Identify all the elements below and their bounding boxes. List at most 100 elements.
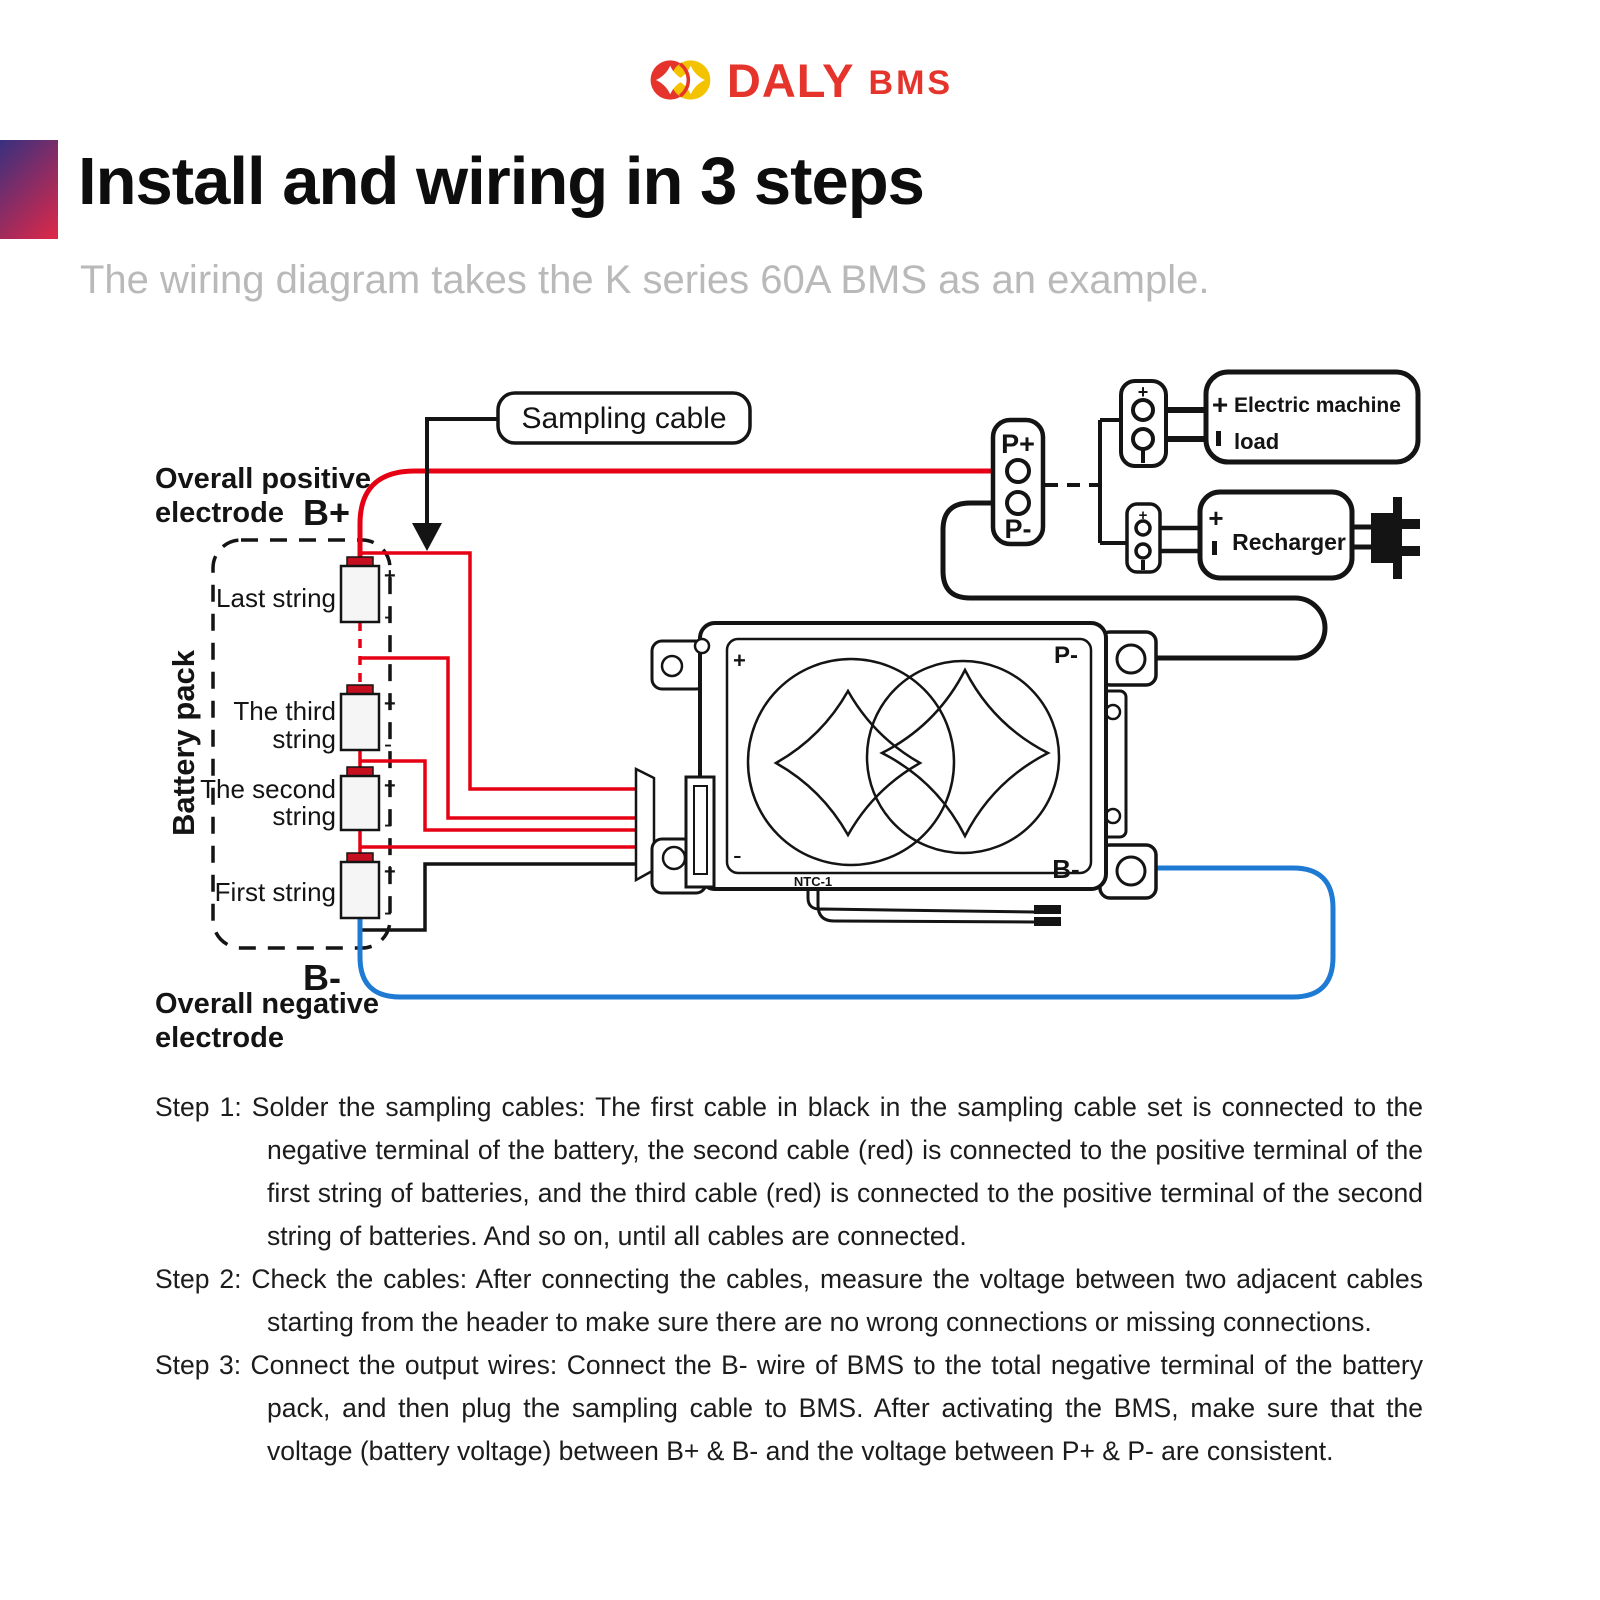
pin-hole — [1134, 542, 1152, 560]
ac-plug-prong — [1402, 546, 1420, 556]
p-output-connector: P+ P- — [990, 417, 1046, 547]
plus-mark: + — [1212, 389, 1228, 420]
ntc-wire — [806, 889, 1035, 914]
recharger-box: + Recharger — [1197, 489, 1420, 581]
plus-mark: + — [1208, 503, 1223, 533]
bms-logo-circle — [746, 657, 956, 867]
bms-b-minus-label: B- — [1052, 854, 1079, 884]
step-2: Step 2: Check the cables: After connecti… — [155, 1258, 1423, 1344]
cell-minus: - — [384, 899, 392, 926]
load-box-line1: Electric machine — [1234, 394, 1401, 417]
step-1: Step 1: Solder the sampling cables: The … — [155, 1086, 1423, 1258]
terminal-hole — [1115, 643, 1147, 675]
step-2-text: Check the cables: After connecting the c… — [251, 1264, 1423, 1337]
page-subtitle: The wiring diagram takes the K series 60… — [80, 258, 1210, 302]
minus-tick-icon — [1141, 560, 1145, 570]
plus-mark: + — [1139, 507, 1148, 524]
step-1-text: Solder the sampling cables: The first ca… — [251, 1092, 1423, 1251]
cell-minus: - — [384, 731, 392, 758]
ntc-plug — [1034, 917, 1061, 926]
ntc-plug — [1034, 905, 1061, 914]
bms-unit: + P- - B- NTC-1 — [650, 621, 1158, 900]
bms-ntc-label: NTC-1 — [794, 874, 832, 889]
b-plus-wire — [357, 468, 1008, 566]
load-connector-body — [1119, 379, 1168, 468]
p-plus-pin — [1005, 458, 1031, 484]
second-string-label: string — [272, 801, 336, 831]
cell-minus: - — [384, 603, 392, 630]
overall-positive-line2: electrode — [155, 497, 284, 529]
third-string-label: string — [272, 724, 336, 754]
third-string-label: The third — [233, 696, 336, 726]
diagram-labels: Overall positive electrode B+ B- Overall… — [155, 463, 379, 1054]
mount-hole — [660, 654, 684, 678]
terminal-hole — [1115, 855, 1147, 887]
brand-name: DALY — [726, 53, 855, 107]
cell-plus: + — [384, 693, 396, 715]
overall-negative-line1: Overall negative — [155, 988, 379, 1020]
sampling-wire-second — [360, 759, 639, 832]
cell-plus: + — [384, 565, 396, 587]
first-string-label: First string — [215, 877, 336, 907]
load-box-line2: load — [1234, 429, 1279, 454]
sampling-wire-third — [360, 656, 639, 820]
battery-pack-label: Battery pack — [166, 649, 201, 836]
page-title: Install and wiring in 3 steps — [78, 144, 925, 219]
pin-hole — [1134, 519, 1152, 537]
load-connector: + — [1119, 379, 1168, 468]
minus-tick-icon — [1216, 431, 1221, 446]
step-3-text: Connect the output wires: Connect the B-… — [250, 1350, 1423, 1466]
battery-cell-first — [339, 860, 381, 920]
battery-cell-last — [339, 564, 381, 624]
last-string-label: Last string — [216, 583, 336, 613]
p-minus-label: P- — [1005, 514, 1032, 544]
sampling-wire-last — [360, 551, 639, 791]
plus-mark: + — [1138, 382, 1149, 402]
recharger-connector: + — [1125, 502, 1162, 574]
step-instructions: Step 1: Solder the sampling cables: The … — [155, 1086, 1423, 1473]
title-accent-bar — [0, 140, 58, 239]
b-plus-label: B+ — [303, 492, 350, 533]
p-minus-pin — [1005, 490, 1031, 516]
recharger-box-body — [1197, 489, 1355, 581]
sampling-wire-black — [359, 862, 639, 932]
mount-hole — [1104, 703, 1122, 721]
step-3-label: Step 3: — [155, 1350, 242, 1380]
plug-leads — [1352, 524, 1372, 550]
load-box-body — [1203, 369, 1421, 465]
mount-hole — [693, 637, 711, 655]
recharger-label: Recharger — [1232, 529, 1346, 555]
battery-cell-third — [339, 692, 381, 752]
pin-hole — [1131, 398, 1155, 422]
step-1-label: Step 1: — [155, 1092, 242, 1122]
b-minus-label: B- — [303, 957, 341, 998]
callout-arrow-line — [425, 417, 498, 531]
bms-logo-circle — [865, 659, 1061, 855]
battery-cells: + - + - + - + - — [339, 556, 396, 926]
step-3: Step 3: Connect the output wires: Connec… — [155, 1344, 1423, 1473]
minus-tick-icon — [1141, 450, 1145, 463]
p-plus-label: P+ — [1001, 429, 1035, 459]
pin-hole — [1131, 427, 1155, 451]
ntc-wire — [816, 889, 1035, 924]
minus-tick-icon — [1212, 541, 1217, 555]
output-branch-line — [1098, 418, 1127, 545]
ac-plug-body — [1371, 513, 1393, 563]
step-2-label: Step 2: — [155, 1264, 242, 1294]
bms-plus-label: + — [733, 648, 746, 673]
load-box: + Electric machine load — [1203, 369, 1421, 465]
sampling-cable-tag — [496, 391, 752, 445]
overall-positive-line1: Overall positive — [155, 463, 371, 495]
overall-negative-line2: electrode — [155, 1022, 284, 1054]
bms-minus-label: - — [733, 840, 742, 870]
bms-logo-star — [879, 667, 1051, 839]
b-minus-wire — [357, 865, 1336, 1000]
sampling-cable-label: Sampling cable — [521, 402, 726, 435]
battery-cell-second — [339, 774, 381, 832]
daly-logo-icon — [650, 60, 711, 100]
ac-plug-face — [1393, 497, 1402, 579]
p-minus-wire — [940, 500, 1328, 661]
battery-pack-dashed-box — [211, 538, 392, 950]
callout-arrowhead — [412, 523, 442, 551]
